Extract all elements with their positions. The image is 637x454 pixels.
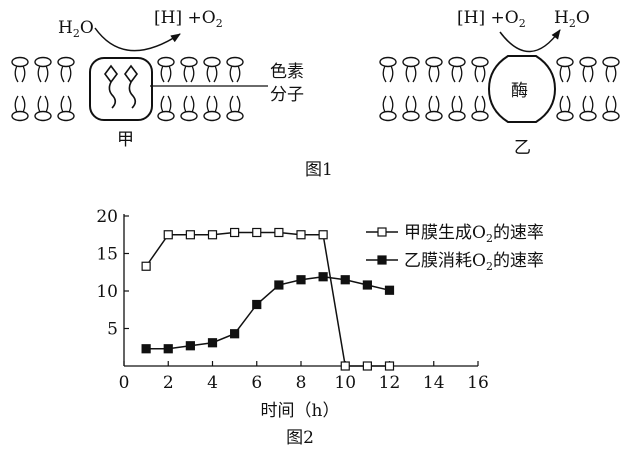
phospholipid — [556, 56, 574, 122]
series-1-point — [141, 261, 151, 271]
legend-marker — [377, 227, 387, 237]
phospholipid — [602, 56, 620, 122]
phospholipid — [57, 56, 75, 122]
y-tick-label: 10 — [96, 282, 118, 302]
phospholipid — [203, 56, 221, 122]
pigment-label-line2: 分子 — [270, 85, 304, 105]
x-axis-label: 时间（h） — [261, 401, 340, 421]
membrane-label-jia: 甲 — [117, 130, 134, 150]
legend-marker — [377, 255, 387, 265]
legend-label-2: 乙膜消耗O2的速率 — [404, 251, 544, 273]
series-2-point — [185, 341, 195, 351]
series-1-point — [362, 361, 372, 371]
series-1-point — [163, 230, 173, 240]
series-2-point — [274, 280, 284, 290]
photosystem-complex — [89, 57, 153, 121]
legend-label-1: 甲膜生成O2的速率 — [404, 223, 544, 245]
phospholipid — [157, 56, 175, 122]
reaction-arrow-jia — [94, 27, 181, 52]
x-tick-label: 12 — [379, 373, 401, 393]
phospholipid — [471, 56, 489, 122]
phospholipid — [425, 56, 443, 122]
membrane-jia: 色素 分子 H2O [H] +O2 甲 — [11, 8, 304, 150]
membrane-yi: 酶 [H] +O2 H2O 乙 — [379, 8, 620, 158]
x-tick-label: 0 — [119, 373, 130, 393]
series-2-point — [141, 344, 151, 354]
y-axis-ticks: 5 10 15 20 — [96, 207, 129, 340]
figure1-caption: 图1 — [305, 160, 333, 180]
membrane-label-yi: 乙 — [514, 138, 531, 158]
series-line-1 — [145, 231, 390, 367]
x-tick-label: 14 — [423, 373, 445, 393]
phospholipid — [226, 56, 244, 122]
series-1-point — [230, 227, 240, 238]
series-1-point — [207, 230, 218, 240]
h-o2-product: [H] +O2 — [154, 8, 223, 30]
series-2-point — [252, 299, 262, 310]
y-tick-label: 5 — [107, 320, 118, 340]
phospholipid — [180, 56, 198, 122]
x-tick-label: 8 — [296, 373, 307, 393]
phospholipid — [448, 56, 466, 122]
series-1-point — [274, 227, 284, 238]
series-1-point — [340, 361, 350, 371]
phospholipid — [402, 56, 420, 122]
x-tick-label: 6 — [251, 373, 262, 393]
x-tick-label: 10 — [334, 373, 356, 393]
phospholipid — [379, 56, 397, 122]
h2o-product: H2O — [554, 8, 590, 30]
x-axis-ticks: 0 2 4 6 8 10 12 14 16 — [119, 361, 489, 393]
series-line-2 — [146, 275, 390, 350]
y-tick-label: 15 — [96, 245, 118, 265]
x-tick-label: 2 — [163, 373, 174, 393]
lipid-bilayer-yi — [379, 56, 620, 122]
series-2-point — [384, 285, 395, 295]
series-1-point — [318, 230, 328, 240]
pigment-label-line1: 色素 — [270, 62, 304, 82]
series-2-point — [230, 329, 240, 339]
h-o2-reactant: [H] +O2 — [457, 8, 526, 30]
h2o-reactant: H2O — [58, 18, 94, 40]
series-2-point — [296, 275, 306, 285]
series-2-point — [340, 275, 350, 285]
y-tick-label: 20 — [96, 207, 118, 227]
series-2-point — [362, 280, 372, 290]
series-1-point — [185, 230, 195, 240]
phospholipid — [34, 56, 52, 122]
series-2-point — [207, 338, 218, 348]
enzyme-shape — [487, 55, 557, 123]
figure2-chart: 0 2 4 6 8 10 12 14 16 5 10 15 20 甲膜生成O2的速率乙膜消耗O2的速率… — [96, 207, 544, 448]
series-layer — [141, 227, 395, 371]
series-1-point — [384, 361, 395, 371]
phospholipid — [11, 56, 29, 122]
x-tick-label: 4 — [207, 373, 218, 393]
x-tick-label: 16 — [467, 373, 489, 393]
series-1-point — [252, 227, 262, 238]
figure1: 色素 分子 H2O [H] +O2 甲 酶 [H] +O2 H2O 乙 图1 — [11, 8, 620, 180]
lipid-bilayer-jia — [11, 56, 244, 122]
series-2-point — [163, 344, 173, 354]
reaction-arrow-yi — [499, 29, 561, 53]
series-2-point — [318, 272, 328, 282]
figure2-caption: 图2 — [286, 428, 314, 448]
pigment-molecule — [104, 64, 138, 109]
series-1-point — [296, 230, 306, 240]
phospholipid — [579, 56, 597, 122]
enzyme-label: 酶 — [511, 81, 528, 101]
